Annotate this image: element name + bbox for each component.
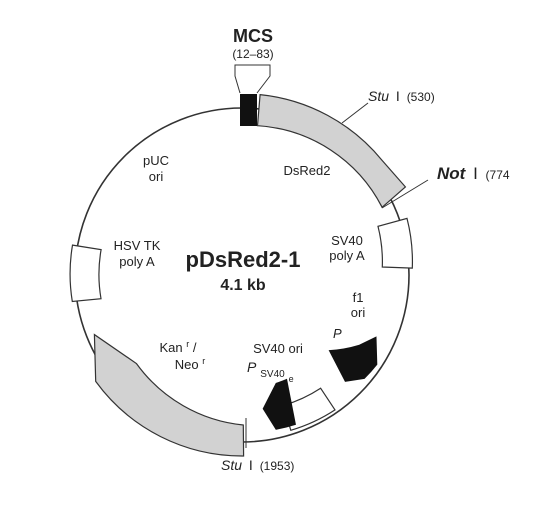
dsred2-label: DsRed2: [284, 163, 331, 178]
p-promoter-label: P: [333, 326, 342, 341]
puc-ori-label: pUC: [143, 153, 169, 168]
puc-ori-label-2: ori: [149, 169, 164, 184]
dsred2-arrow: [256, 93, 407, 209]
mcs-label: MCS: [233, 26, 273, 46]
mcs-box: [240, 94, 257, 126]
p-promoter-arrow: [328, 336, 378, 382]
hsvtk-label: HSV TK: [114, 238, 161, 253]
plasmid-name: pDsRed2-1: [186, 247, 301, 272]
mcs-bracket: [234, 64, 271, 94]
stu1-bottom-label: Stu I (1953): [221, 457, 294, 473]
f1-ori-label-2: ori: [351, 305, 366, 320]
kan-neo-arrow: [93, 333, 245, 457]
sv40-polya-label-2: poly A: [329, 248, 365, 263]
sv40-polya-box: [377, 217, 413, 269]
psv40e-label: P SV40 e: [247, 359, 294, 384]
hsvtk-label-2: poly A: [119, 254, 155, 269]
f1-ori-label: f1: [353, 290, 364, 305]
not1-leader: [381, 179, 429, 209]
neo-label: Neo r: [175, 356, 205, 372]
hsvtk-polya-box: [69, 244, 102, 303]
mcs-range: (12–83): [232, 47, 273, 61]
not1-label: Not I (774: [437, 164, 510, 183]
plasmid-size: 4.1 kb: [220, 277, 266, 294]
stu1-top-label: Stu I (530): [368, 88, 435, 104]
kan-label: Kan r /: [159, 335, 196, 355]
sv40-ori-label: SV40 ori: [253, 341, 303, 356]
sv40-polya-label: SV40: [331, 233, 363, 248]
psv40e-promoter-arrow: [262, 378, 296, 430]
stu1-top-leader: [341, 102, 369, 124]
